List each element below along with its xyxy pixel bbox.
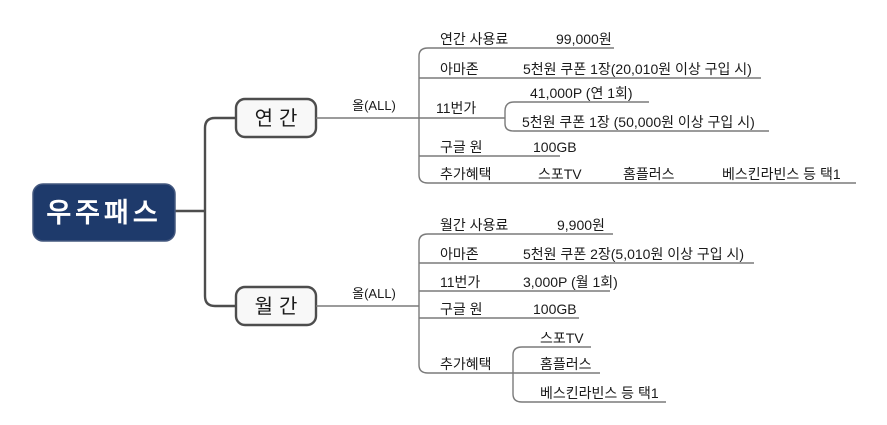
root-node: 우주패스 bbox=[32, 183, 176, 242]
monthly-st11-label: 11번가 bbox=[440, 274, 480, 290]
yearly-google-label: 구글 원 bbox=[440, 139, 483, 155]
yearly-fee-value: 99,000원 bbox=[556, 31, 612, 47]
monthly-node-label: 월간 bbox=[255, 295, 304, 318]
yearly-st11-points: 41,000P (연 1회) bbox=[530, 85, 633, 101]
yearly-extra-item2: 홈플러스 bbox=[623, 166, 675, 182]
monthly-google-label: 구글 원 bbox=[440, 301, 483, 317]
yearly-extra-item3: 베스킨라빈스 등 택1 bbox=[722, 166, 841, 182]
yearly-node: 연간 bbox=[234, 97, 318, 139]
yearly-branch-label: 올(ALL) bbox=[352, 98, 396, 113]
monthly-extra-item2: 홈플러스 bbox=[540, 356, 592, 372]
root-node-label: 우주패스 bbox=[46, 198, 161, 228]
monthly-extra-item3: 베스킨라빈스 등 택1 bbox=[540, 385, 659, 401]
yearly-st11-points-underline bbox=[504, 101, 649, 112]
yearly-amazon-label: 아마존 bbox=[440, 61, 479, 77]
connector-to-monthly bbox=[203, 211, 236, 308]
yearly-st11-label: 11번가 bbox=[436, 100, 476, 116]
monthly-fee-label: 월간 사용료 bbox=[440, 217, 508, 233]
monthly-branch: 올(ALL) 월간 사용료 9,900원 아마존 5천원 쿠폰 2장(5,010… bbox=[316, 217, 754, 403]
monthly-extra-underline bbox=[418, 364, 513, 374]
monthly-extra-label: 추가혜택 bbox=[440, 356, 492, 372]
root-node-box bbox=[32, 183, 176, 242]
connector-root-to-children bbox=[175, 116, 236, 308]
yearly-st11-bracket bbox=[504, 101, 769, 132]
yearly-st11-coupon-underline bbox=[504, 123, 769, 132]
monthly-extra3-underline bbox=[512, 393, 666, 403]
monthly-amazon-label: 아마존 bbox=[440, 246, 479, 262]
yearly-fee-underline bbox=[418, 47, 614, 57]
monthly-amazon-value: 5천원 쿠폰 2장(5,010원 이상 구입 시) bbox=[523, 246, 744, 262]
monthly-branch-label: 올(ALL) bbox=[352, 286, 396, 301]
monthly-extra-bracket bbox=[512, 346, 666, 403]
monthly-node: 월간 bbox=[234, 285, 318, 327]
monthly-fee-underline bbox=[418, 233, 613, 243]
yearly-branch: 올(ALL) 연간 사용료 99,000원 아마존 5천원 쿠폰 1장(20,0… bbox=[316, 31, 856, 184]
yearly-extra-underline bbox=[418, 174, 856, 184]
monthly-st11-points: 3,000P (월 1회) bbox=[523, 274, 618, 290]
monthly-children-bracket bbox=[418, 233, 754, 374]
yearly-extra-label: 추가혜택 bbox=[440, 166, 492, 182]
yearly-fee-label: 연간 사용료 bbox=[440, 31, 508, 47]
yearly-extra-item1: 스포TV bbox=[538, 166, 582, 182]
yearly-st11-coupon: 5천원 쿠폰 1장 (50,000원 이상 구입 시) bbox=[522, 114, 755, 130]
yearly-google-value: 100GB bbox=[533, 139, 577, 155]
yearly-children-bracket bbox=[418, 47, 856, 184]
monthly-google-value: 100GB bbox=[533, 301, 577, 317]
yearly-amazon-value: 5천원 쿠폰 1장(20,010원 이상 구입 시) bbox=[523, 61, 752, 77]
connector-to-yearly bbox=[203, 116, 236, 211]
monthly-extra1-underline bbox=[512, 346, 591, 356]
yearly-node-label: 연간 bbox=[255, 107, 304, 130]
monthly-extra-item1: 스포TV bbox=[540, 330, 584, 346]
monthly-fee-value: 9,900원 bbox=[557, 217, 605, 233]
